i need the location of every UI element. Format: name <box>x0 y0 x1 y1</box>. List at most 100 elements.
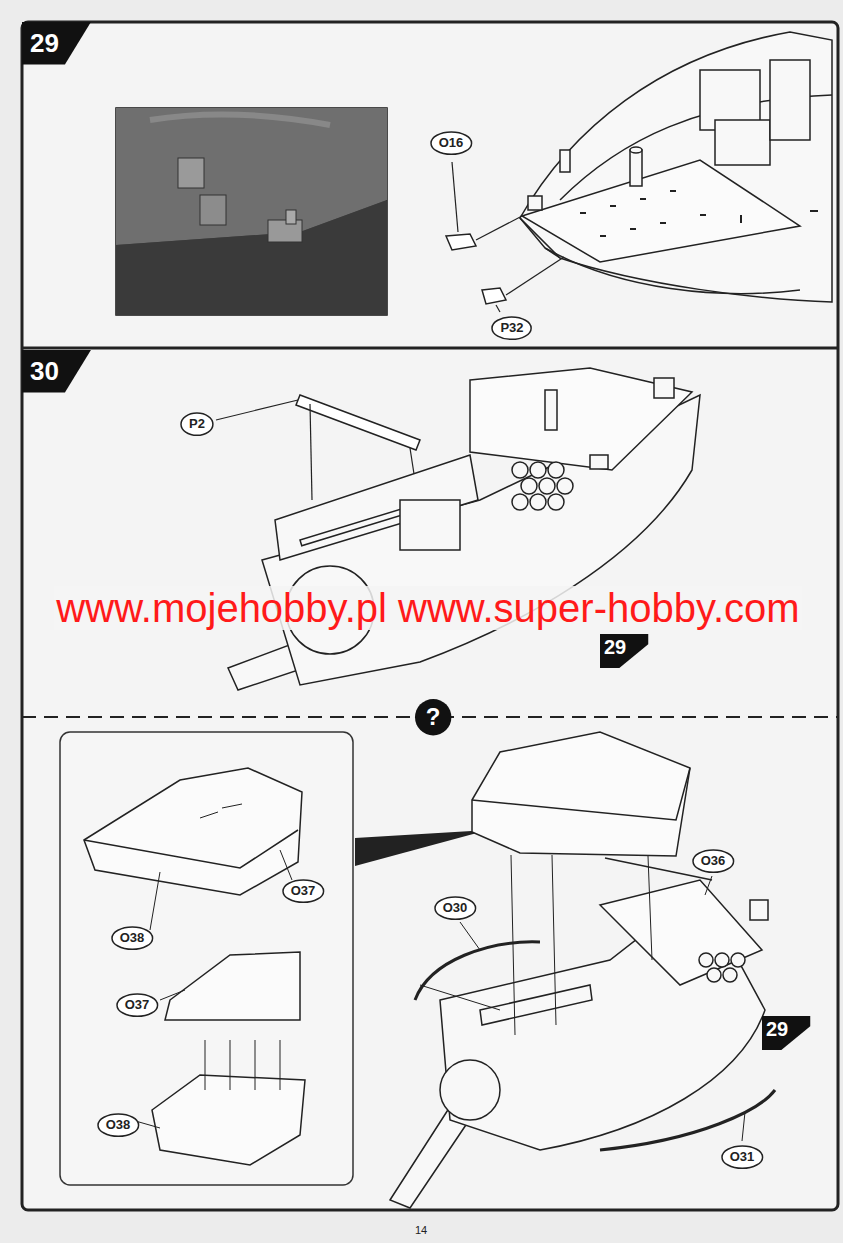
leader-line <box>410 448 414 474</box>
detail-pointer <box>355 830 488 866</box>
turret-drawing <box>699 953 745 982</box>
wire-part <box>415 942 540 1000</box>
watermark: www.mojehobby.pl www.super-hobby.com <box>54 586 801 630</box>
turret-drawing <box>528 196 542 210</box>
callout-number: P2 <box>180 412 214 436</box>
leader-line <box>648 856 652 960</box>
leader-line <box>222 804 242 808</box>
turret-drawing <box>520 32 832 302</box>
callout-ellipse <box>492 317 531 339</box>
callout-ellipse <box>112 927 153 949</box>
turret-drawing <box>557 478 573 494</box>
callout-number: P32 <box>491 316 532 340</box>
callout-number: O38 <box>97 1113 140 1137</box>
turret-drawing <box>580 212 586 214</box>
node-text: 29 <box>766 1018 788 1040</box>
plate-drawing <box>165 952 300 1020</box>
callout-ellipse <box>181 413 213 435</box>
leader-line <box>511 855 515 1035</box>
step-number: 30 <box>22 350 91 393</box>
leader-line <box>255 1040 256 1090</box>
callout-number: O37 <box>282 879 325 903</box>
turret-drawing <box>470 368 692 470</box>
turret-drawing <box>699 953 713 967</box>
callout-ellipse <box>117 994 158 1016</box>
leader-line <box>160 990 185 1000</box>
turret-drawing <box>228 368 700 690</box>
node-text: O38 <box>106 1118 131 1132</box>
node-text: O36 <box>701 854 726 868</box>
leader-line <box>216 400 298 420</box>
turret-drawing <box>590 455 608 469</box>
turret-drawing <box>512 462 528 478</box>
turret-drawing <box>580 190 818 237</box>
reference-flag <box>600 634 648 668</box>
node-text: P32 <box>500 321 523 335</box>
callout-number: O38 <box>111 926 154 950</box>
callout-ellipse <box>283 880 324 902</box>
callout-number: O16 <box>430 131 473 155</box>
node-text: O30 <box>443 901 468 915</box>
turret-drawing <box>530 462 546 478</box>
turret-drawing <box>750 900 768 920</box>
page-number-text: 14 <box>413 1224 429 1236</box>
turret-drawing <box>296 395 420 450</box>
leader-line <box>552 855 556 1025</box>
leader-line <box>705 876 712 895</box>
step-badge <box>22 22 91 65</box>
turret-drawing <box>390 858 768 1208</box>
leader-line <box>200 812 218 818</box>
node-text: 29 <box>30 29 59 58</box>
leader-line <box>476 216 522 240</box>
leader-line <box>216 400 414 500</box>
turret-drawing <box>512 462 573 510</box>
turret-drawing <box>600 235 606 237</box>
reference-photo <box>200 195 226 225</box>
callout-number: O36 <box>692 849 735 873</box>
leader-line <box>310 404 312 500</box>
plate-drawing <box>84 830 298 868</box>
callout-ellipse <box>722 1146 763 1168</box>
reference-photo <box>116 200 387 315</box>
turret-drawing <box>545 248 800 294</box>
node-text: 30 <box>30 357 59 386</box>
turret-drawing <box>731 953 745 967</box>
turret-drawing <box>700 214 706 216</box>
leader-line <box>280 850 292 880</box>
turret-drawing <box>715 120 770 165</box>
turret-drawing <box>548 494 564 510</box>
leader-line <box>742 1112 745 1141</box>
wire-part <box>415 942 775 1150</box>
wire-part <box>600 1090 775 1150</box>
callout-ellipse <box>431 132 472 154</box>
step-reference: 29 <box>600 634 648 668</box>
node-text: P2 <box>189 417 205 431</box>
callout-ellipse <box>98 1114 139 1136</box>
callout-ellipse <box>693 850 734 872</box>
leader-line <box>280 1040 281 1090</box>
turret-drawing <box>740 215 742 223</box>
turret-drawing <box>630 147 642 153</box>
step-badge <box>22 350 91 393</box>
plate-drawing <box>472 732 690 856</box>
turret-drawing <box>446 234 476 250</box>
turret-drawing <box>446 32 832 304</box>
turret-drawing <box>440 1060 500 1120</box>
reference-photo <box>116 108 387 315</box>
leader-line <box>150 872 160 930</box>
step-reference: 29 <box>762 1016 810 1050</box>
callout-number: O37 <box>116 993 159 1017</box>
turret-drawing <box>600 880 762 985</box>
turret-drawing <box>545 390 557 430</box>
help-circle <box>415 699 451 735</box>
node-text: 29 <box>604 636 626 658</box>
plate-drawing <box>84 768 302 895</box>
node-text: O37 <box>125 998 150 1012</box>
reference-photo <box>286 210 296 224</box>
plate-drawing <box>152 1075 305 1165</box>
turret-drawing <box>521 478 537 494</box>
turret-drawing <box>548 462 564 478</box>
node-text: O38 <box>120 931 145 945</box>
turret-drawing <box>530 494 546 510</box>
